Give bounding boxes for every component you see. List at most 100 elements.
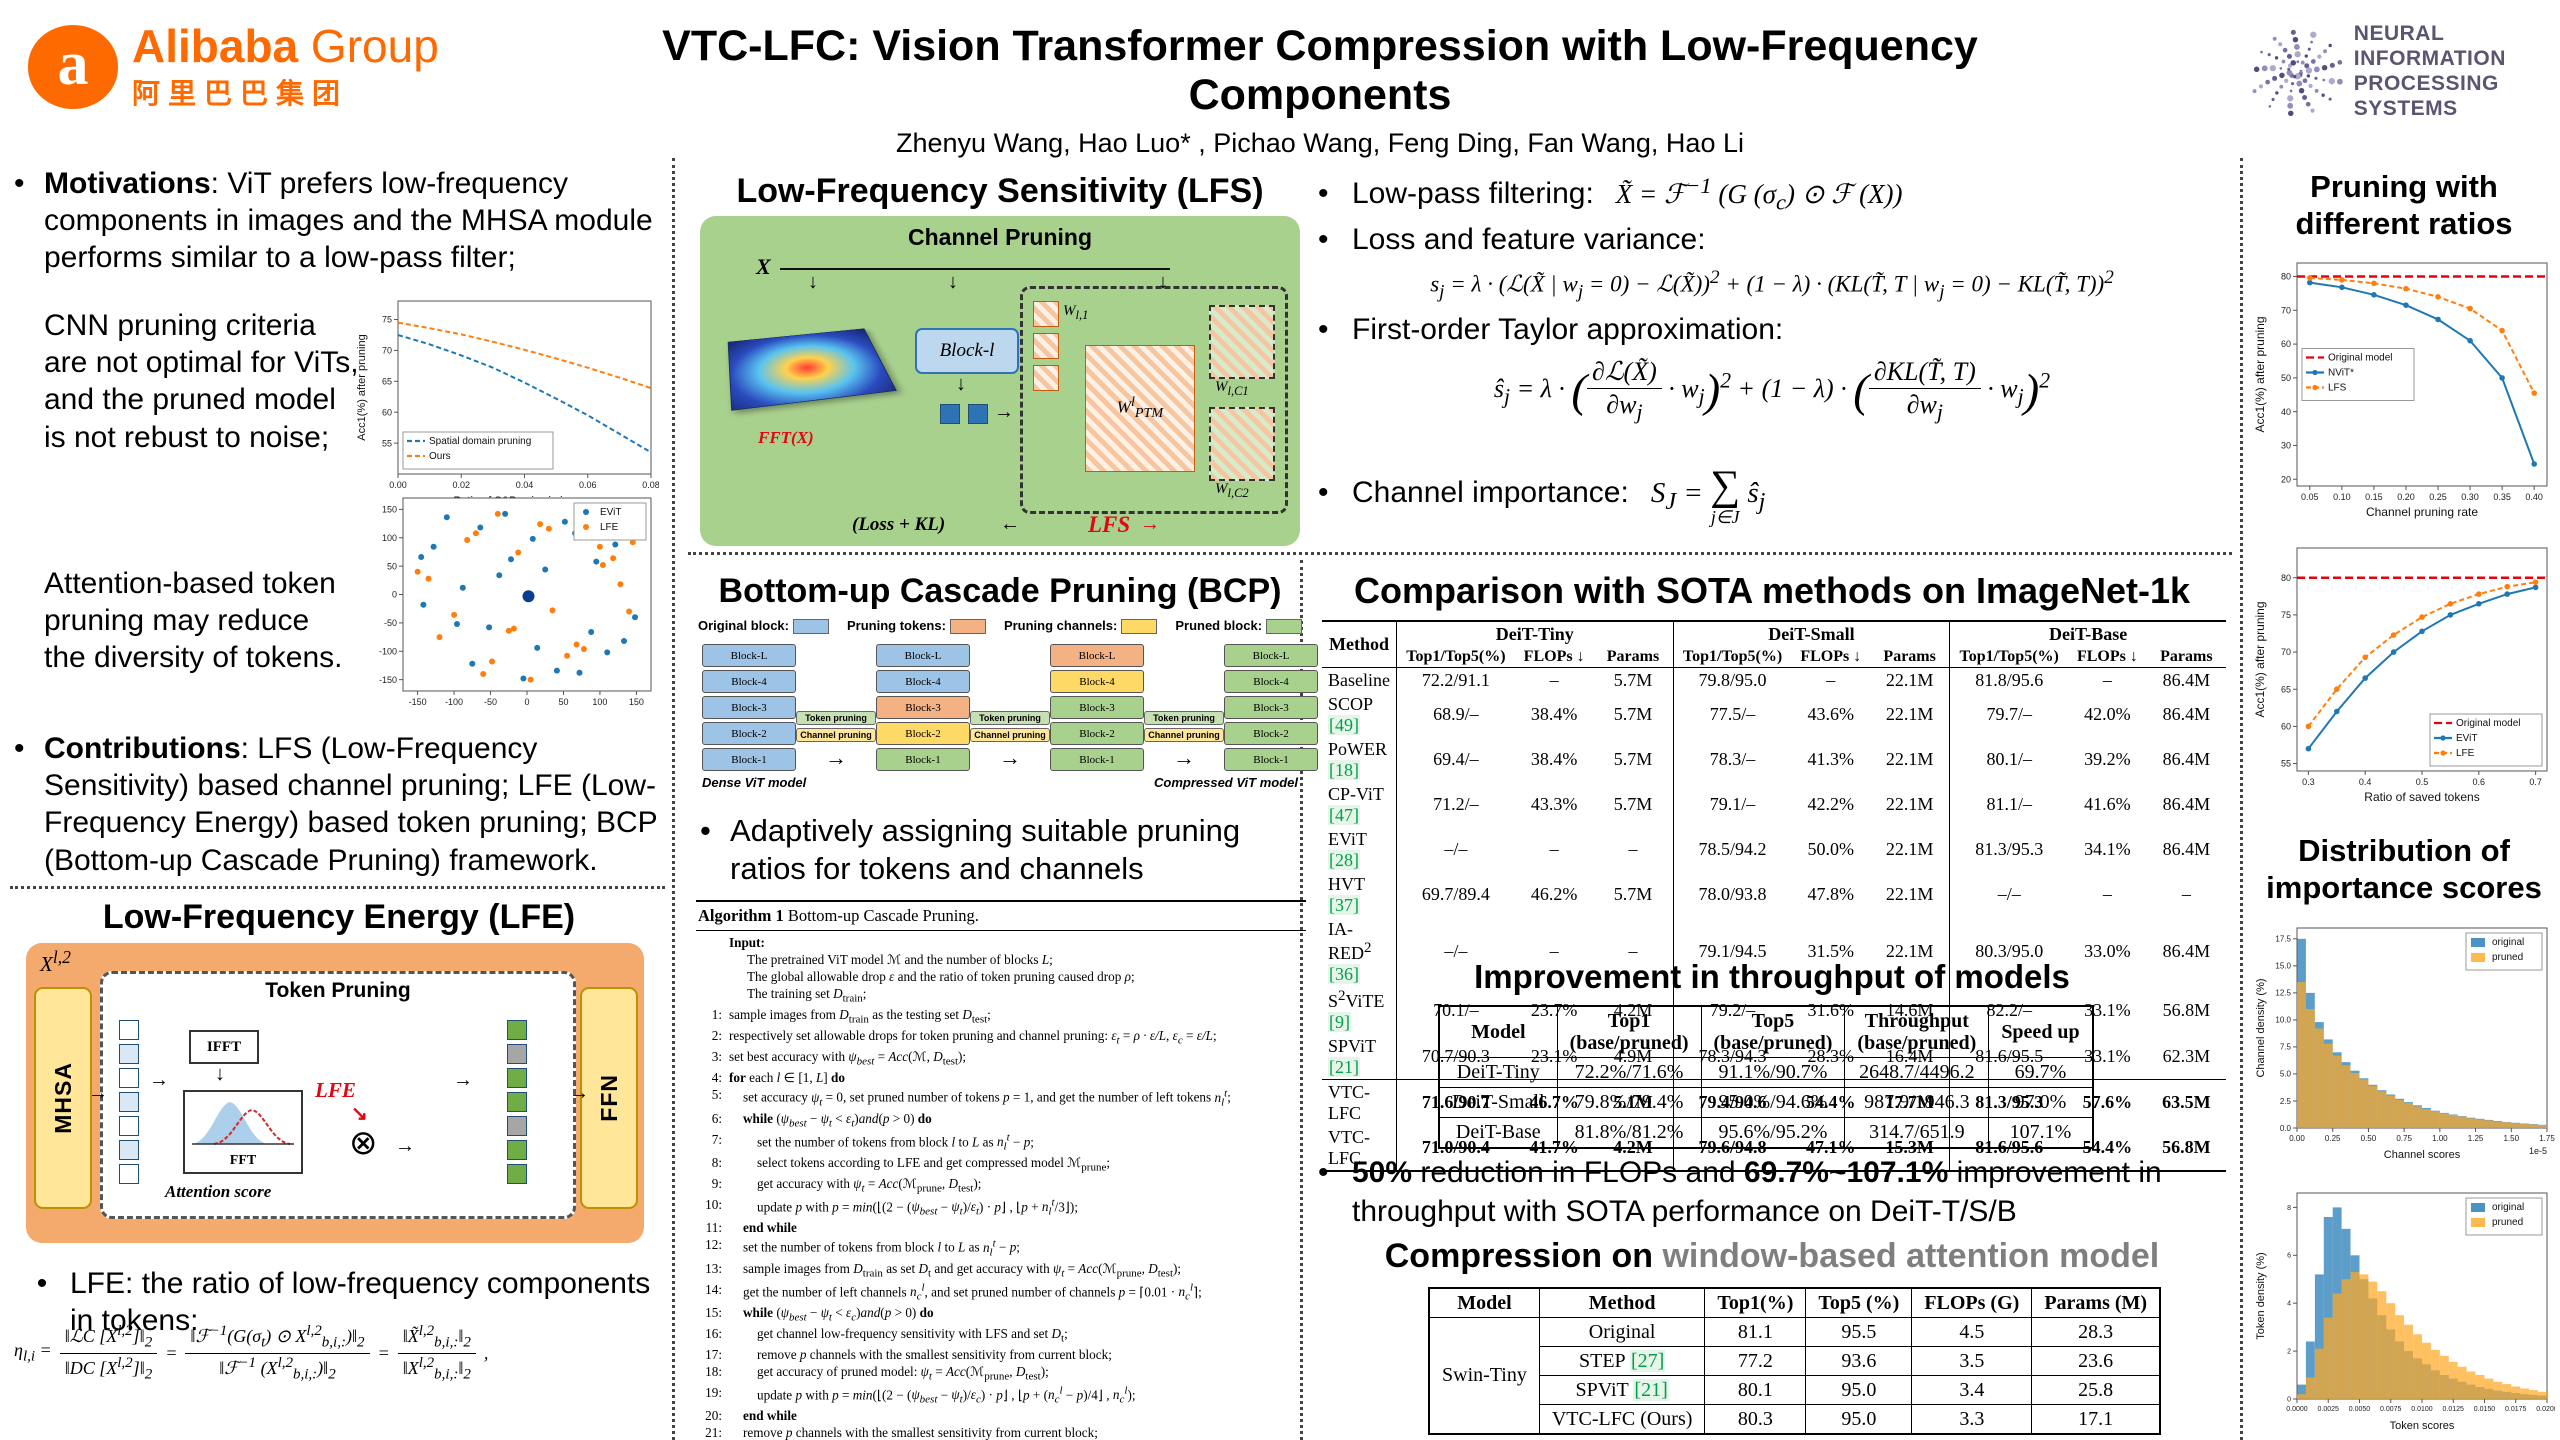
compressed-model-label: Compressed ViT model — [1154, 775, 1298, 791]
block-l-box: Block-l — [915, 328, 1019, 374]
bcp-block: Block-3 — [1050, 696, 1144, 720]
ffn-box: FFN — [580, 987, 638, 1209]
sota-sub: FLOPs ↓ — [1523, 647, 1585, 665]
table-cell: 86.4M — [2162, 669, 2211, 690]
algorithm-line: 3:set best accuracy with ψbest = Acc(ℳ, … — [711, 1049, 967, 1068]
token-square — [119, 1164, 139, 1184]
table-cell: 25.8 — [2031, 1375, 2161, 1405]
table-cell: 50.0% — [1807, 839, 1855, 859]
svg-text:0.40: 0.40 — [2525, 492, 2543, 502]
svg-text:Token density (%): Token density (%) — [2255, 1252, 2267, 1339]
algorithm-body: Input:The pretrained ViT model ℳ and the… — [696, 931, 1306, 1440]
wc2-matrix — [1209, 407, 1275, 481]
svg-text:0.00: 0.00 — [2289, 1134, 2305, 1143]
sota-sub: Top1/Top5(%) — [1672, 646, 1792, 668]
swin-heading: Compression on window-based attention mo… — [1384, 1237, 2160, 1275]
table-cell: – — [1826, 669, 1836, 690]
formula-frac3: ‖X̃l,2b,i,:‖2‖Xl,2b,i,:‖2 — [397, 1323, 476, 1383]
sota-group-tiny: DeiT-Tiny — [1395, 621, 1674, 646]
algorithm-line: 5:set accuracy ψt = 0, set pruned number… — [711, 1087, 1231, 1109]
table-cell: DeiT-Tiny — [1438, 1057, 1558, 1088]
bcp-block: Block-2 — [876, 722, 970, 746]
motivations-lead: Motivations — [44, 167, 211, 200]
weight-square — [1033, 365, 1059, 391]
method-cell: CP-ViT [47] — [1328, 783, 1384, 825]
table-cell: 46.2% — [1530, 884, 1578, 904]
contributions-text: : LFS (Low-Frequency Sensitivity) based … — [44, 732, 658, 877]
algorithm-line: 14:get the number of left channels ncl, … — [705, 1281, 1202, 1303]
motivation-2-text: CNN pruning criteria are not optimal for… — [44, 309, 359, 454]
variance-label: Loss and feature variance: — [1352, 223, 1706, 256]
token-square — [507, 1044, 527, 1064]
table-cell: 86.4M — [2162, 839, 2211, 859]
table-cell: 79.8/95.0 — [1672, 667, 1792, 692]
algorithm-line: The training set Dtrain; — [747, 986, 867, 1006]
column-header: Model — [1438, 1005, 1558, 1058]
svg-text:1.00: 1.00 — [2432, 1134, 2448, 1143]
token-square — [119, 1140, 139, 1160]
lfe-bullet: • LFE: the ratio of low-frequency compon… — [14, 1265, 664, 1339]
legend-item: Pruning channels: — [1004, 618, 1158, 635]
table-cell: 42.2% — [1807, 794, 1855, 814]
svg-text:Original model: Original model — [2456, 718, 2520, 729]
bcp-block: Block-3 — [876, 696, 970, 720]
sota-group-small: DeiT-Small — [1672, 621, 1950, 646]
table-cell: 22.1M — [1885, 839, 1934, 859]
arrow-right-icon: → — [453, 1069, 473, 1091]
svg-text:0.25: 0.25 — [2325, 1134, 2341, 1143]
arrow-right-icon: → — [88, 1082, 108, 1104]
table-cell: 34.1% — [2084, 839, 2131, 859]
lfe-bullet-text: LFE: the ratio of low-frequency componen… — [70, 1267, 651, 1338]
table-cell: 72.2%/71.6% — [1556, 1057, 1702, 1088]
wc1-label: Wl,C1 — [1215, 379, 1249, 398]
formula-frac2: ‖ℱ−1(G(σt) ⊙ Xl,2b,i,:)‖2‖ℱ−1 (Xl,2b,i,:… — [185, 1323, 370, 1383]
sota-sub: Params — [1606, 647, 1660, 665]
table-cell: 69.7/89.4 — [1395, 872, 1515, 917]
claim-text: 50% reduction in FLOPs and 69.7%~107.1% … — [1352, 1156, 2162, 1228]
svg-text:0.3: 0.3 — [2302, 777, 2315, 787]
svg-text:LFE: LFE — [600, 522, 619, 533]
alibaba-brand-text: Alibaba Group — [132, 20, 439, 72]
svg-text:Channel scores: Channel scores — [2384, 1149, 2461, 1161]
svg-text:Acc1(%) after pruning: Acc1(%) after pruning — [2253, 316, 2267, 432]
svg-text:2.5: 2.5 — [2280, 1097, 2292, 1106]
sota-sub: Params — [1883, 647, 1936, 665]
wc1-matrix — [1209, 305, 1275, 379]
column-header: Top1(%) — [1704, 1287, 1807, 1318]
model-cell: Swin-Tiny — [1428, 1317, 1540, 1435]
algorithm-line: The pretrained ViT model ℳ and the numbe… — [747, 952, 1053, 968]
token-squares-output — [507, 1020, 527, 1184]
svg-text:0.00: 0.00 — [389, 480, 407, 490]
svg-text:0.7: 0.7 — [2529, 777, 2542, 787]
algorithm-line: 15:while (ψbest − ψt < εc)and(p > 0) do — [705, 1304, 934, 1324]
table-cell: 22.1M — [1885, 704, 1934, 724]
table-cell: 81.3/95.3 — [1949, 827, 2069, 872]
token-square — [507, 1116, 527, 1136]
formula-tail: , — [483, 1342, 489, 1363]
lowpass-formula: X̃ = ℱ−1 (G (σc) ⊙ ℱ (X)) — [1615, 173, 1903, 215]
svg-text:7.5: 7.5 — [2280, 1043, 2292, 1052]
table-cell: DeiT-Small — [1438, 1087, 1558, 1118]
bullet-icon: • — [1318, 177, 1329, 210]
fft-box: FFT — [183, 1090, 303, 1174]
token-pruning-box: Token Pruning → IFFT ↓ FFT LFE ↘ ⊗ Atten… — [100, 971, 576, 1219]
algorithm-line: 16:get channel low-frequency sensitivity… — [705, 1325, 1068, 1345]
svg-text:0.08: 0.08 — [642, 480, 659, 490]
method-cell: SCOP [49] — [1328, 693, 1373, 735]
svg-text:0.20: 0.20 — [2397, 492, 2415, 502]
ratios-heading: Pruning with different ratios — [2295, 169, 2513, 242]
taylor-label: First-order Taylor approximation: — [1352, 313, 1784, 346]
distribution-heading: Distribution of importance scores — [2266, 833, 2542, 906]
svg-text:0.05: 0.05 — [2301, 492, 2319, 502]
bullet-icon: • — [14, 732, 25, 765]
table-cell: 42.0% — [2084, 704, 2131, 724]
bcp-block: Block-3 — [702, 696, 796, 720]
table-cell: 314.7/651.9 — [1844, 1117, 1990, 1149]
svg-text:50: 50 — [2281, 373, 2291, 383]
